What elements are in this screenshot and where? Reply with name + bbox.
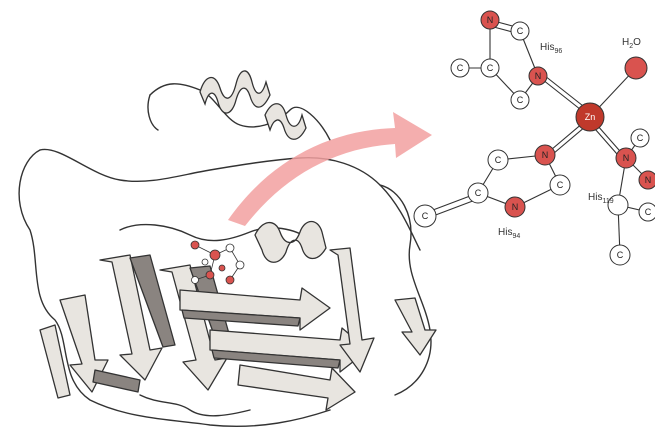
atom-symbol: C xyxy=(475,188,482,198)
atom-symbol: C xyxy=(645,207,652,217)
atom-symbol: N xyxy=(645,175,652,185)
residue-label-his94: His94 xyxy=(498,227,520,240)
atom-symbol: N xyxy=(535,71,542,81)
zinc-symbol: Zn xyxy=(585,112,596,122)
atom-symbol: C xyxy=(495,155,502,165)
atom-symbol: C xyxy=(557,180,564,190)
zinc-site: N C C C C N N C C C N C N C N C C Zn His… xyxy=(414,11,655,265)
atom-symbol: N xyxy=(487,15,494,25)
beta-strand-13 xyxy=(40,325,70,398)
atom-symbol: N xyxy=(542,150,549,160)
coil-loop-top xyxy=(40,149,420,250)
atom-symbol: N xyxy=(512,202,519,212)
helix-center xyxy=(255,222,326,263)
beta-sheet xyxy=(40,248,436,410)
helix-top xyxy=(200,71,306,139)
beta-strand-14 xyxy=(93,370,140,392)
atom-symbols: N C C C C N N C C C N C N C N C C Zn xyxy=(422,15,652,260)
residue-label-his96: His96 xyxy=(540,42,562,55)
atom-water-oxygen xyxy=(625,57,647,79)
atom-symbol: C xyxy=(637,133,644,143)
atom-symbol: C xyxy=(517,26,524,36)
atom-symbol: C xyxy=(617,250,624,260)
atom-symbol: C xyxy=(457,63,464,73)
beta-strand-9 xyxy=(238,365,355,410)
residue-label-his119: His119 xyxy=(588,192,614,205)
atom-symbol: N xyxy=(623,153,630,163)
atom-symbol: C xyxy=(487,63,494,73)
zoom-arrow xyxy=(228,112,432,226)
bonds xyxy=(425,20,648,255)
atom-symbol: C xyxy=(422,211,429,221)
coil-bottom xyxy=(140,395,250,416)
water-label: H2O xyxy=(622,37,641,50)
atom-symbol: C xyxy=(517,95,524,105)
coil-left-drop xyxy=(148,95,158,130)
